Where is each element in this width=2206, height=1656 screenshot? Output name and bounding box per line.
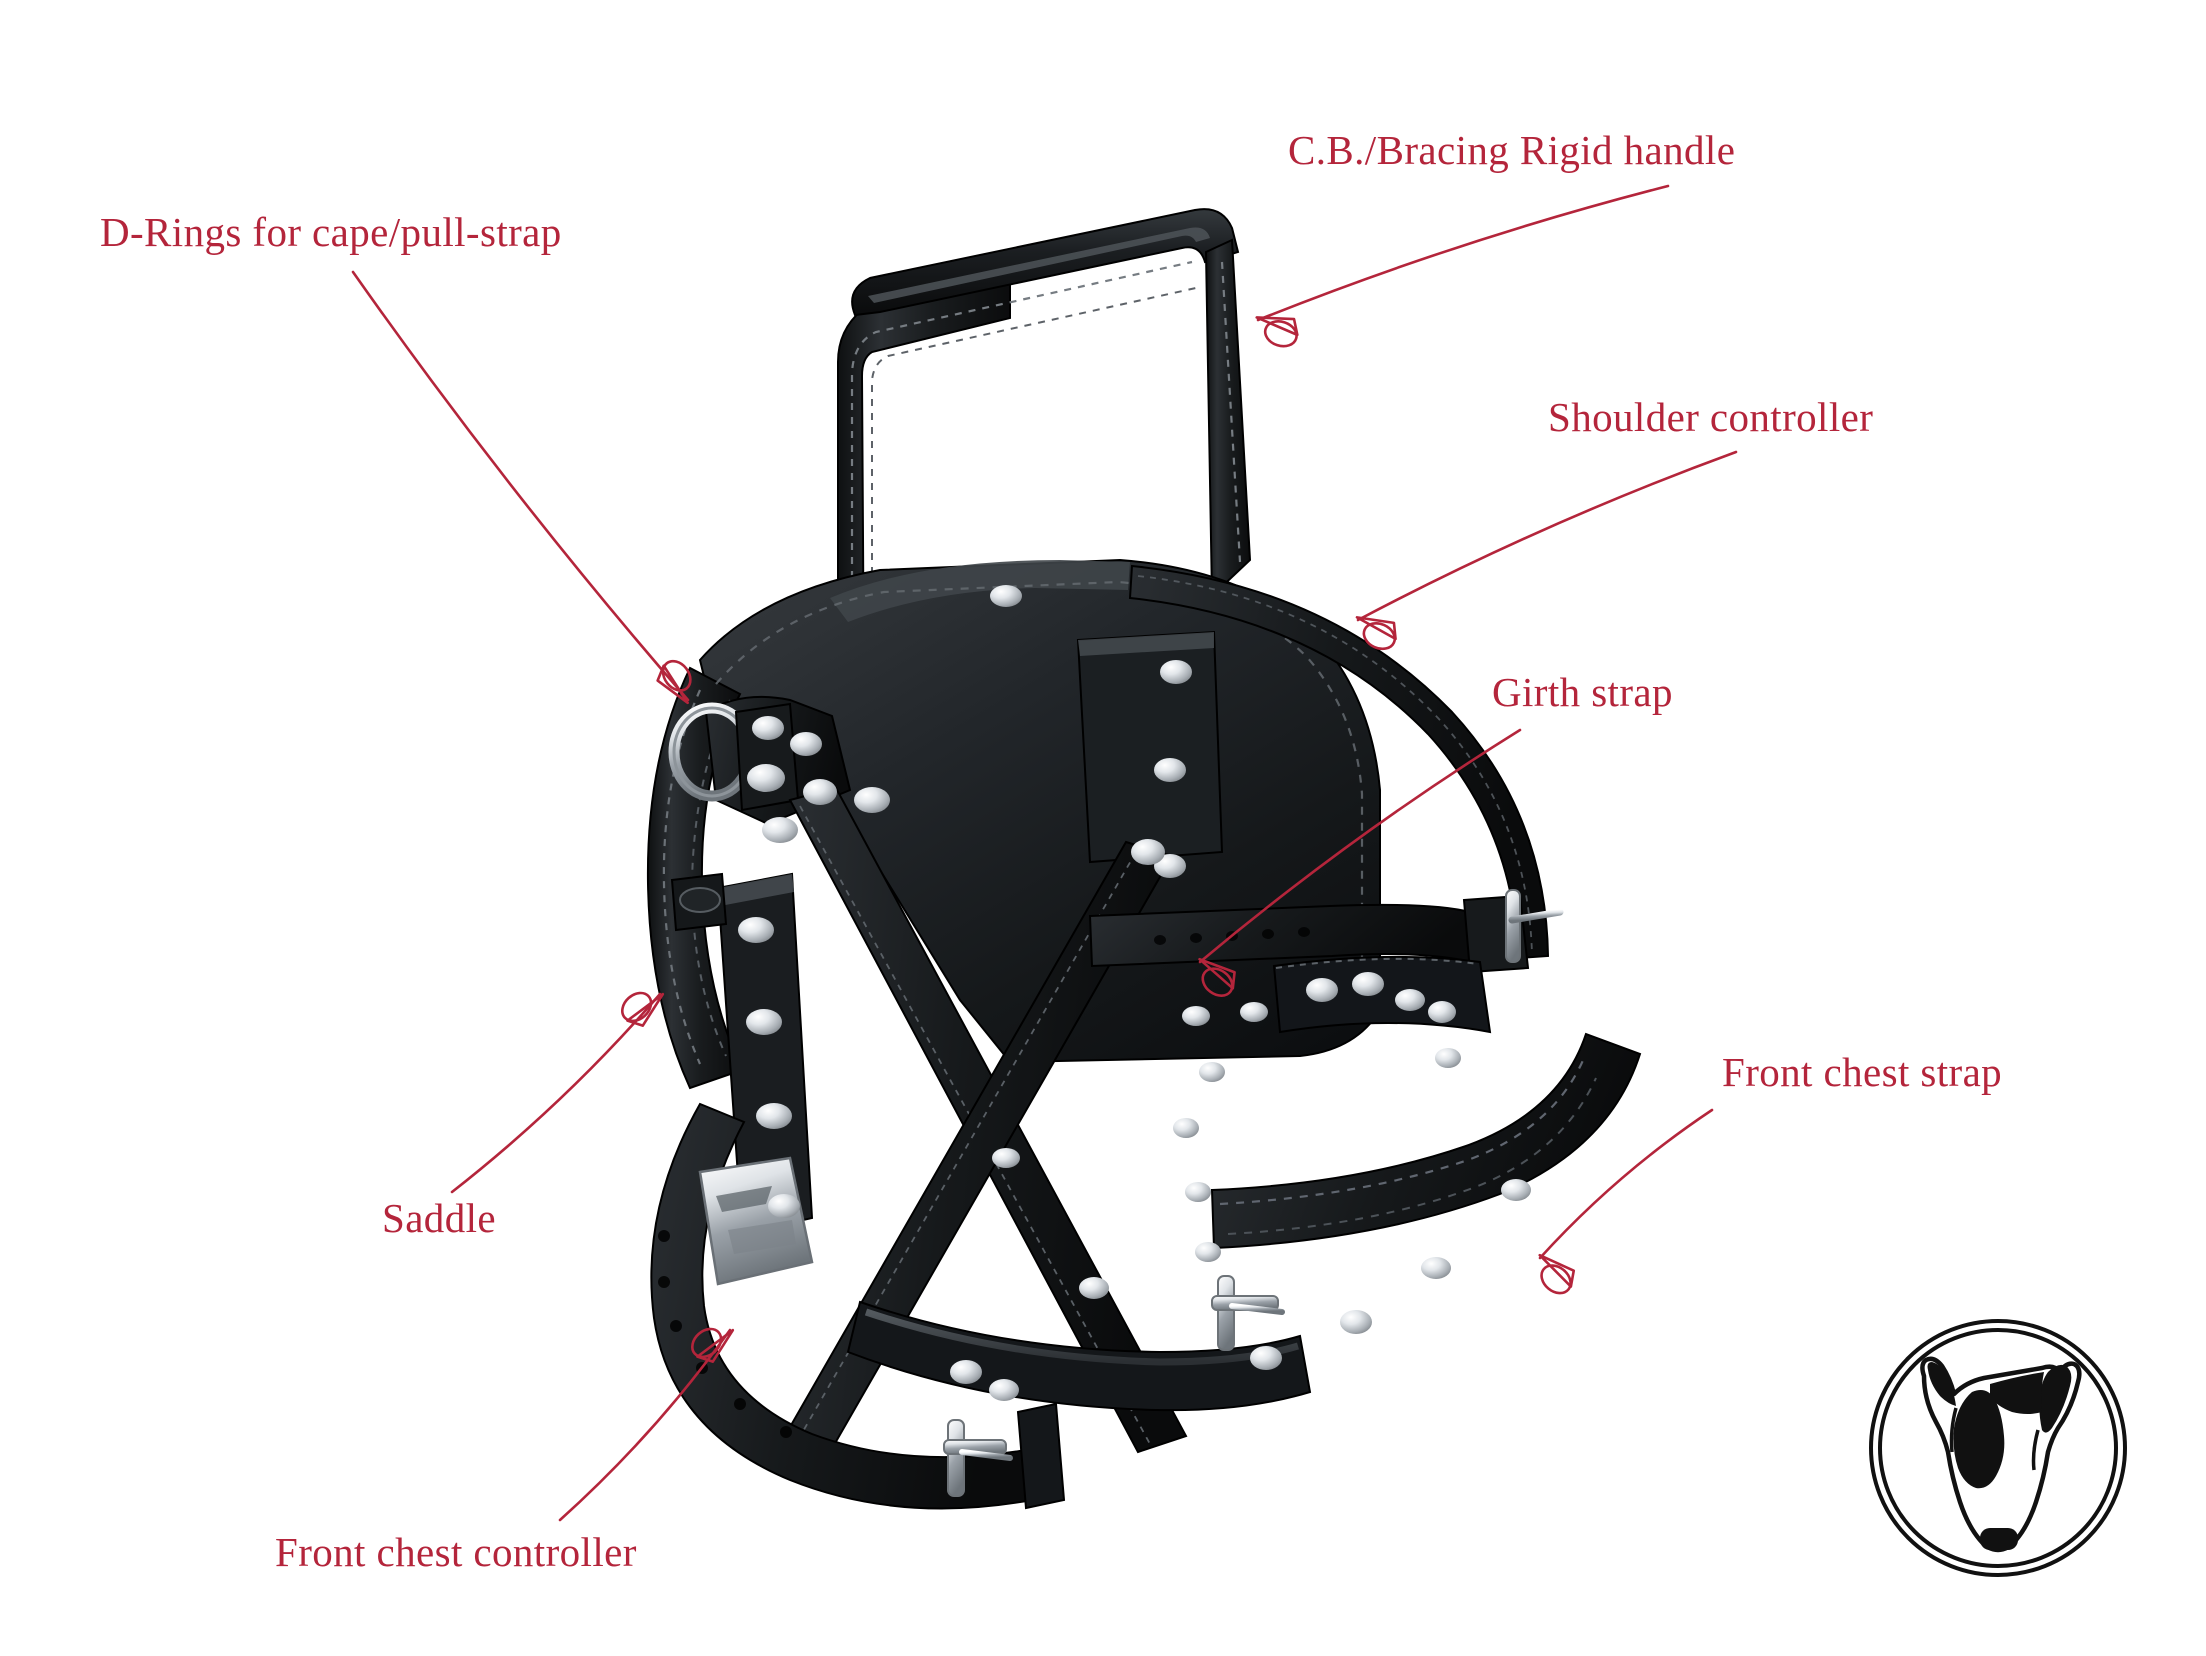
leader-saddle [450,991,665,1194]
leader-d-rings [351,270,692,705]
leader-tip-shoulder-controller [1355,616,1397,651]
leader-front-chest-controller [558,1327,735,1522]
leader-front-chest-strap [1538,1108,1714,1295]
callout-label-cb-handle: C.B./Bracing Rigid handle [1288,127,1736,173]
leader-tip-front-chest-controller [691,1327,735,1363]
leader-tip-front-chest-strap [1538,1253,1576,1295]
harness-group [646,208,1642,1510]
leader-cb-handle [1255,184,1670,348]
front-chest-strap-part [1210,1032,1642,1250]
shoulder-controller-strap [1128,564,1550,960]
buckle-front-lower [943,1402,1066,1510]
leader-tip-girth-strap [1198,957,1236,997]
front-chest-controller-part [650,1102,1034,1510]
buckle-girth-lower [1211,1275,1285,1351]
logo-outer-ring [1869,1319,2127,1577]
leader-tip-cb-handle [1255,316,1299,348]
logo-inner-ring [1878,1328,2118,1568]
leader-shoulder-controller [1355,450,1738,651]
rivets-group [738,585,1531,1401]
callout-label-shoulder-controller: Shoulder controller [1548,394,1874,440]
quick-release-plate [698,1156,814,1286]
callout-label-d-rings: D-Rings for cape/pull-strap [100,209,562,255]
leader-tip-saddle [621,991,665,1027]
callout-label-front-chest-controller: Front chest controller [275,1529,637,1575]
leader-girth-strap [1198,728,1522,997]
leader-tip-d-rings [656,659,692,705]
bull-terrier-logo [1869,1319,2127,1577]
callout-label-front-chest-strap: Front chest strap [1722,1049,2003,1095]
callout-label-girth-strap: Girth strap [1492,669,1673,715]
callout-label-saddle: Saddle [382,1195,496,1241]
bull-terrier-head-icon [1920,1356,2082,1553]
